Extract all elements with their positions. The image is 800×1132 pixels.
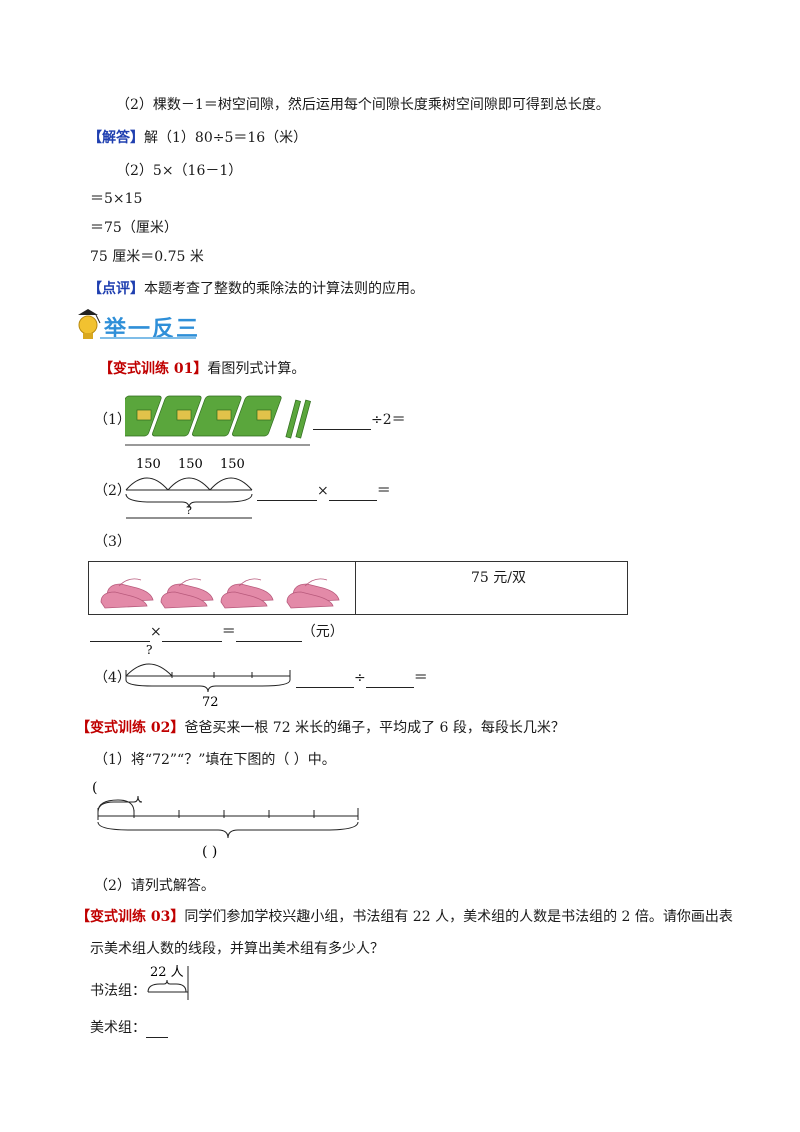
q2-eq: ＝: [376, 483, 391, 499]
q2-label: （2）: [94, 483, 131, 499]
answer-line-1: 解（1）80÷5＝16（米）: [144, 130, 308, 146]
q2-blank-2[interactable]: [328, 486, 377, 501]
q4-formula: ÷＝: [296, 668, 428, 688]
q4-blank-1[interactable]: [296, 673, 354, 688]
answer-line-4: ＝75（厘米）: [90, 220, 178, 236]
ex2-prompt: 爸爸买来一根 72 米长的绳子，平均成了 6 段，每段长几米？: [184, 720, 565, 736]
arc-label-1: 150: [136, 457, 161, 472]
shoe-price: 75 元/双: [471, 570, 526, 586]
q1-formula: ÷2＝: [313, 410, 406, 430]
ex3-prompt-2: 示美术组人数的线段，并算出美术组有多少人？: [90, 941, 384, 957]
trophy-icon: [78, 309, 101, 339]
arc-question: ?: [186, 504, 192, 517]
analysis-line: （2）棵数－1＝树空间隙，然后运用每个间隙长度乘树空间隙即可得到总长度。: [116, 97, 610, 113]
ex1-prompt: 看图列式计算。: [207, 361, 306, 377]
q1-label: （1）: [94, 412, 131, 428]
segment-diagram: ? 72: [125, 643, 291, 710]
calligraphy-figure: 22 人: [146, 962, 196, 1006]
bamboo-bundles-image: [112, 395, 311, 446]
q3-unit: （元）: [301, 624, 344, 640]
section-banner: 举一反三: [70, 305, 200, 349]
calligraphy-label: 书法组：: [90, 983, 146, 999]
rope-bottom-paren: ( ): [202, 844, 217, 860]
segment-total: 72: [202, 695, 219, 708]
answer-line-2: （2）5×（16－1）: [116, 163, 243, 179]
bamboo-figure: [112, 388, 315, 452]
q4-label: （4）: [94, 670, 131, 686]
q3-mult: ×: [150, 624, 162, 640]
shoe-table: 75 元/双: [88, 561, 628, 615]
q2-formula: ×＝: [257, 481, 391, 501]
rope-top-paren: (: [92, 780, 97, 796]
ex1-row: 【变式训练 01】看图列式计算。: [99, 359, 305, 379]
q3-blank-2[interactable]: [161, 627, 222, 642]
ex3-row: 【变式训练 03】同学们参加学校兴趣小组，书法组有 22 人，美术组的人数是书法…: [76, 907, 733, 927]
segment-question: ?: [146, 643, 152, 657]
q3-eq: ＝: [221, 624, 236, 640]
q1-tail: ÷2＝: [371, 412, 406, 428]
ex2-tag: 【变式训练 02】: [76, 720, 185, 736]
q3-blank-3[interactable]: [235, 627, 302, 642]
shoes-image: [97, 566, 347, 614]
comment-text: 本题考查了整数的乘除法的计算法则的应用。: [144, 281, 424, 297]
q3-blank-1[interactable]: [90, 627, 150, 642]
banner-underline: [100, 337, 196, 339]
q3-formula: × ＝ （元）: [90, 622, 344, 642]
q4-eq: ＝: [413, 670, 428, 686]
q3-label: （3）: [94, 534, 131, 550]
arc-diagram: 150 150 150 ?: [125, 457, 253, 519]
shoes-pairs-image: [100, 578, 340, 609]
art-row: 美术组：: [90, 1018, 168, 1038]
ex2-sub1: （1）将“72”“？”填在下图的（ ）中。: [94, 752, 336, 768]
q2-blank-1[interactable]: [257, 486, 317, 501]
art-segment-blank[interactable]: [146, 1023, 168, 1038]
rope-diagram: ( ( ): [92, 780, 359, 860]
answer-tag: 【解答】: [88, 130, 144, 146]
calligraphy-segment: 22 人: [147, 965, 189, 1000]
segment-figure: ? 72: [122, 642, 294, 712]
q2-mult: ×: [317, 483, 329, 499]
ex2-sub2: （2）请列式解答。: [94, 878, 215, 894]
ex3-prompt-1: 同学们参加学校兴趣小组，书法组有 22 人，美术组的人数是书法组的 2 倍。请你…: [184, 909, 733, 925]
art-label: 美术组：: [90, 1020, 146, 1036]
q4-div: ÷: [354, 670, 366, 686]
answer-row: 【解答】解（1）80÷5＝16（米）: [88, 128, 307, 148]
answer-line-5: 75 厘米＝0.75 米: [90, 249, 204, 265]
comment-tag: 【点评】: [88, 281, 144, 297]
table-divider: [355, 562, 356, 614]
q4-blank-2[interactable]: [365, 673, 414, 688]
arc-label-2: 150: [178, 457, 203, 472]
arc-figure: 150 150 150 ?: [122, 452, 257, 528]
answer-line-3: ＝5×15: [90, 191, 143, 207]
ex3-tag: 【变式训练 03】: [76, 909, 185, 925]
ex1-tag: 【变式训练 01】: [99, 361, 208, 377]
q1-blank[interactable]: [313, 415, 371, 430]
ex2-row: 【变式训练 02】爸爸买来一根 72 米长的绳子，平均成了 6 段，每段长几米？: [76, 718, 565, 738]
comment-row: 【点评】本题考查了整数的乘除法的计算法则的应用。: [88, 279, 424, 299]
rope-figure: ( ( ): [90, 776, 362, 864]
arc-label-3: 150: [220, 457, 245, 472]
calligraphy-count: 22 人: [150, 965, 184, 980]
